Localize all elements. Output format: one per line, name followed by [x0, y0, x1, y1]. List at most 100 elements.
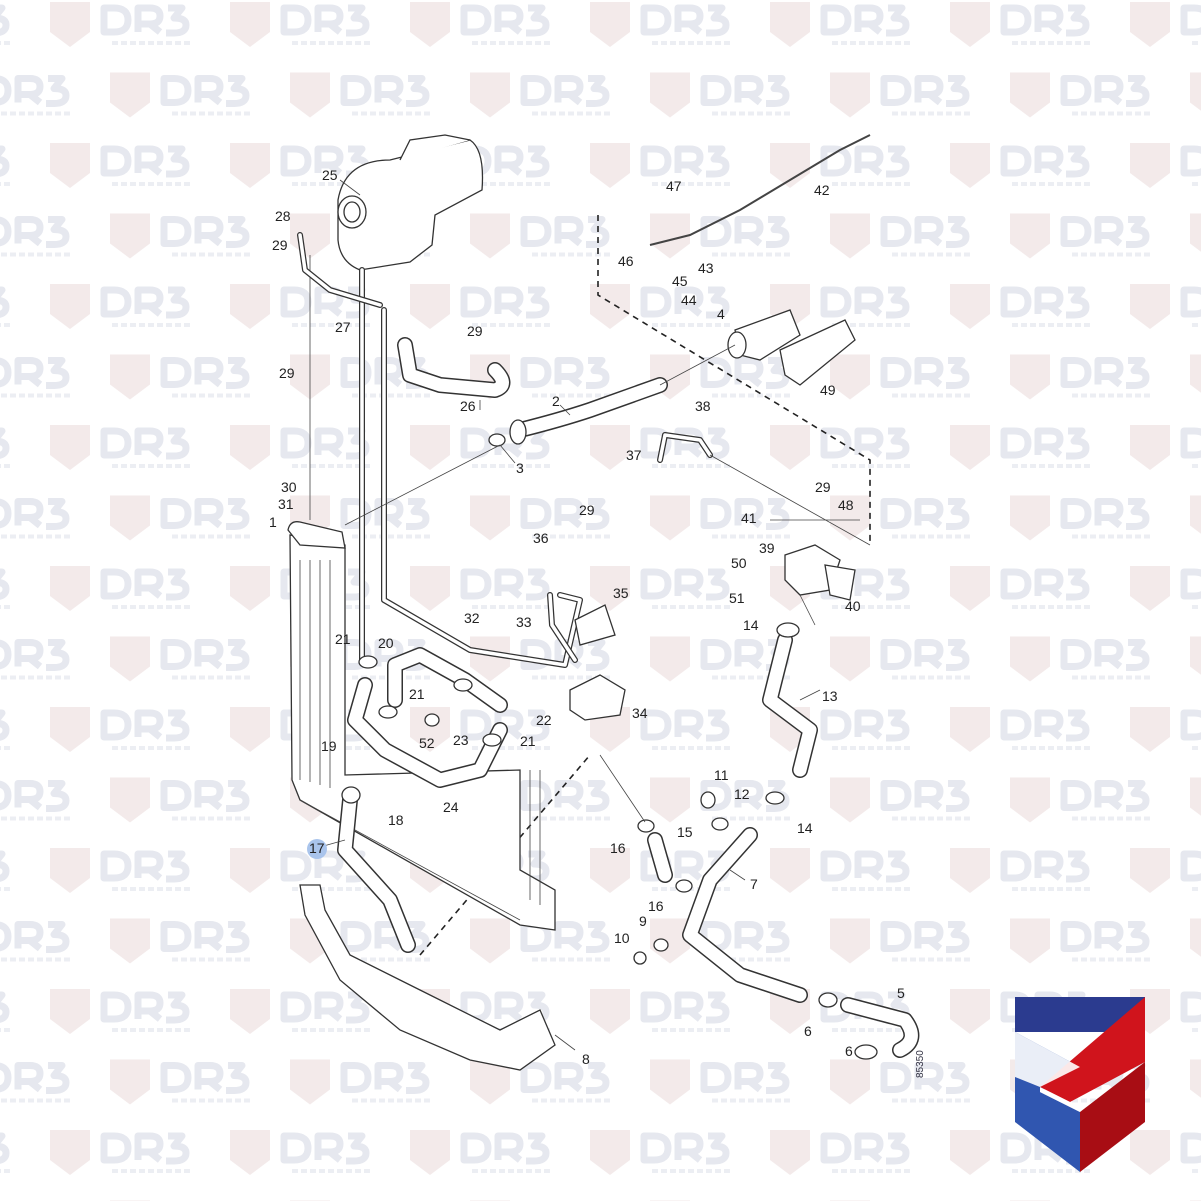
bracket-34	[569, 674, 626, 721]
watermark-tile	[830, 354, 970, 400]
callout-label: 35	[613, 585, 629, 601]
watermark-tile	[0, 921, 70, 962]
watermark-tile	[1010, 213, 1150, 259]
callout-label: 25	[322, 167, 338, 183]
watermark-tile	[950, 143, 1090, 188]
callout-label: 2	[552, 393, 560, 409]
watermark-tile	[110, 777, 250, 823]
watermark-tile	[950, 566, 1090, 611]
watermark-tile	[950, 707, 1090, 752]
clamps	[341, 622, 878, 1060]
watermark-tile	[1130, 2, 1201, 47]
callout-label: 31	[278, 496, 294, 512]
watermark-tile	[110, 213, 250, 259]
watermark-tile	[1010, 777, 1150, 823]
watermark-tile	[830, 636, 970, 682]
callout-label: 18	[388, 812, 404, 828]
watermark-tile	[1010, 918, 1150, 964]
watermark-tile	[0, 1062, 70, 1103]
watermark-tile	[410, 2, 550, 47]
thermostat-housing	[727, 309, 856, 386]
callout-label: 9	[639, 913, 647, 929]
watermark-tile	[50, 707, 190, 752]
callout-label: 11	[714, 767, 729, 783]
callout-label: 7	[750, 876, 758, 892]
watermark-tile	[230, 1130, 370, 1175]
callout-label-highlighted[interactable]: 17	[309, 840, 325, 856]
watermark-tile	[1190, 777, 1201, 816]
lower-support-frame	[299, 884, 556, 1071]
watermark-tile	[830, 918, 970, 964]
callout-label: 48	[838, 497, 854, 513]
callout-label: 12	[734, 786, 750, 802]
watermark-tile	[0, 75, 70, 116]
callout-label: 21	[335, 631, 351, 647]
callout-label: 34	[632, 705, 648, 721]
watermark-tile	[470, 72, 610, 118]
watermark-tile	[230, 425, 370, 470]
watermark-tile	[770, 848, 910, 893]
watermark-tile	[590, 284, 730, 329]
watermark-tile	[650, 495, 790, 541]
callout-label: 27	[335, 319, 351, 335]
watermark-tile	[1130, 707, 1201, 752]
callout-label: 32	[464, 610, 480, 626]
callout-label: 8	[582, 1051, 590, 1067]
callout-label: 20	[378, 635, 394, 651]
callout-label: 29	[279, 365, 295, 381]
drawing-code: 85350	[915, 1050, 926, 1078]
watermark-tile	[50, 1130, 190, 1175]
watermark-tile	[0, 216, 70, 257]
watermark-tile	[650, 1059, 790, 1105]
callout-label: 16	[648, 898, 664, 914]
watermark-tile	[950, 425, 1090, 470]
watermark-tile	[590, 989, 730, 1034]
watermark-tile	[50, 566, 190, 611]
callout-label: 46	[618, 253, 634, 269]
watermark-tile	[0, 357, 70, 398]
callout-label: 43	[698, 260, 714, 276]
watermark-tile	[770, 425, 910, 470]
watermark-tile	[950, 848, 1090, 893]
watermark-tile	[0, 780, 70, 821]
callout-labels: 25 28 29 27 29 26 29 47 42 46 45 43 44 4…	[269, 167, 905, 1067]
watermark-tile	[1130, 425, 1201, 470]
watermark-tile	[830, 777, 970, 823]
watermark-tile	[110, 495, 250, 541]
watermark-tile	[470, 636, 610, 682]
callout-label: 28	[275, 208, 291, 224]
watermark-tile	[470, 1059, 610, 1105]
watermark-tile	[50, 284, 190, 329]
watermark-tile	[50, 425, 190, 470]
callout-label: 47	[666, 178, 682, 194]
watermark-tile	[590, 425, 730, 470]
watermark-tile	[110, 918, 250, 964]
watermark-tile	[110, 1059, 250, 1105]
watermark-tile	[830, 72, 970, 118]
watermark-tile	[0, 498, 70, 539]
sensor-wire	[649, 134, 871, 246]
callout-label: 5	[897, 985, 905, 1001]
callout-label: 15	[677, 824, 693, 840]
watermark-tile	[1130, 848, 1201, 893]
callout-label: 49	[820, 382, 836, 398]
callout-label: 29	[467, 323, 483, 339]
watermark-tile	[110, 354, 250, 400]
watermark-tile	[650, 72, 790, 118]
callout-label: 21	[409, 686, 425, 702]
callout-label: 30	[281, 479, 297, 495]
callout-label: 36	[533, 530, 549, 546]
watermark-tile	[830, 213, 970, 259]
watermark-tile	[590, 1130, 730, 1175]
watermark-tile	[1010, 354, 1150, 400]
watermark-tile	[230, 143, 370, 188]
watermark-tile	[1190, 354, 1201, 393]
dashed-boundary-thermostat	[597, 215, 871, 545]
watermark-tile	[650, 213, 790, 259]
watermark-tile	[1190, 1059, 1201, 1098]
watermark-tile	[1190, 918, 1201, 957]
watermark-tile	[1010, 72, 1150, 118]
watermark-tile	[830, 495, 970, 541]
callout-label: 6	[845, 1043, 853, 1059]
